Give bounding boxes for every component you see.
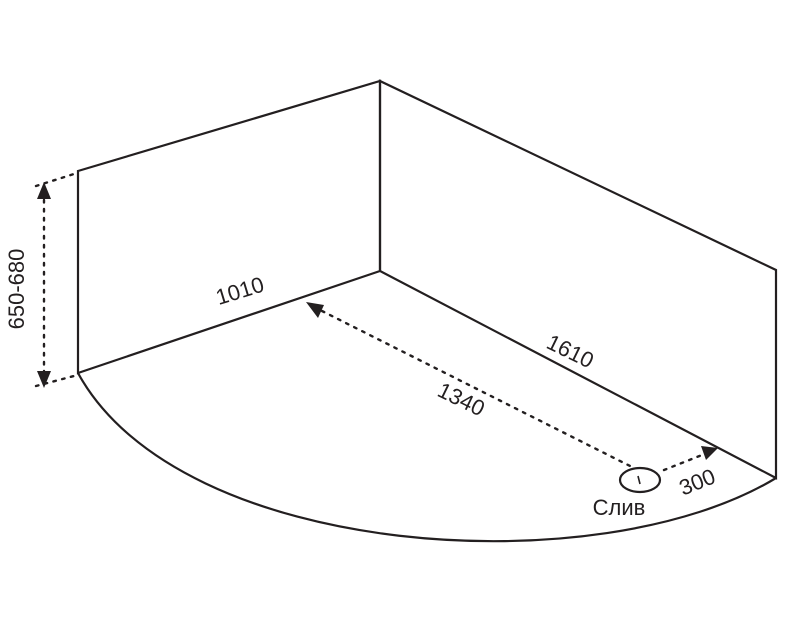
drain-to-right-label: 300 — [675, 464, 718, 501]
right-wall-panel — [378, 79, 778, 480]
drain-to-left-label: 1340 — [434, 377, 489, 421]
curved-front-edge — [77, 372, 777, 543]
drain-label: Слив — [593, 495, 646, 520]
height-arrow-top — [37, 182, 51, 199]
right-wall-length-label: 1610 — [543, 329, 598, 373]
height-dimension: 650-680 — [4, 172, 76, 388]
left-wall-panel — [76, 79, 382, 375]
drain-right-arrow — [701, 446, 718, 460]
left-wall-length-label: 1010 — [213, 272, 267, 310]
drain-to-right-dimension: 300 — [662, 446, 719, 501]
drain-icon — [618, 466, 662, 494]
height-arrow-bottom — [37, 371, 51, 388]
height-label: 650-680 — [4, 249, 29, 330]
drain-to-left-dimension: 1340 — [306, 302, 632, 468]
drain-left-arrow — [306, 302, 324, 318]
bathtub-outline — [76, 79, 778, 543]
